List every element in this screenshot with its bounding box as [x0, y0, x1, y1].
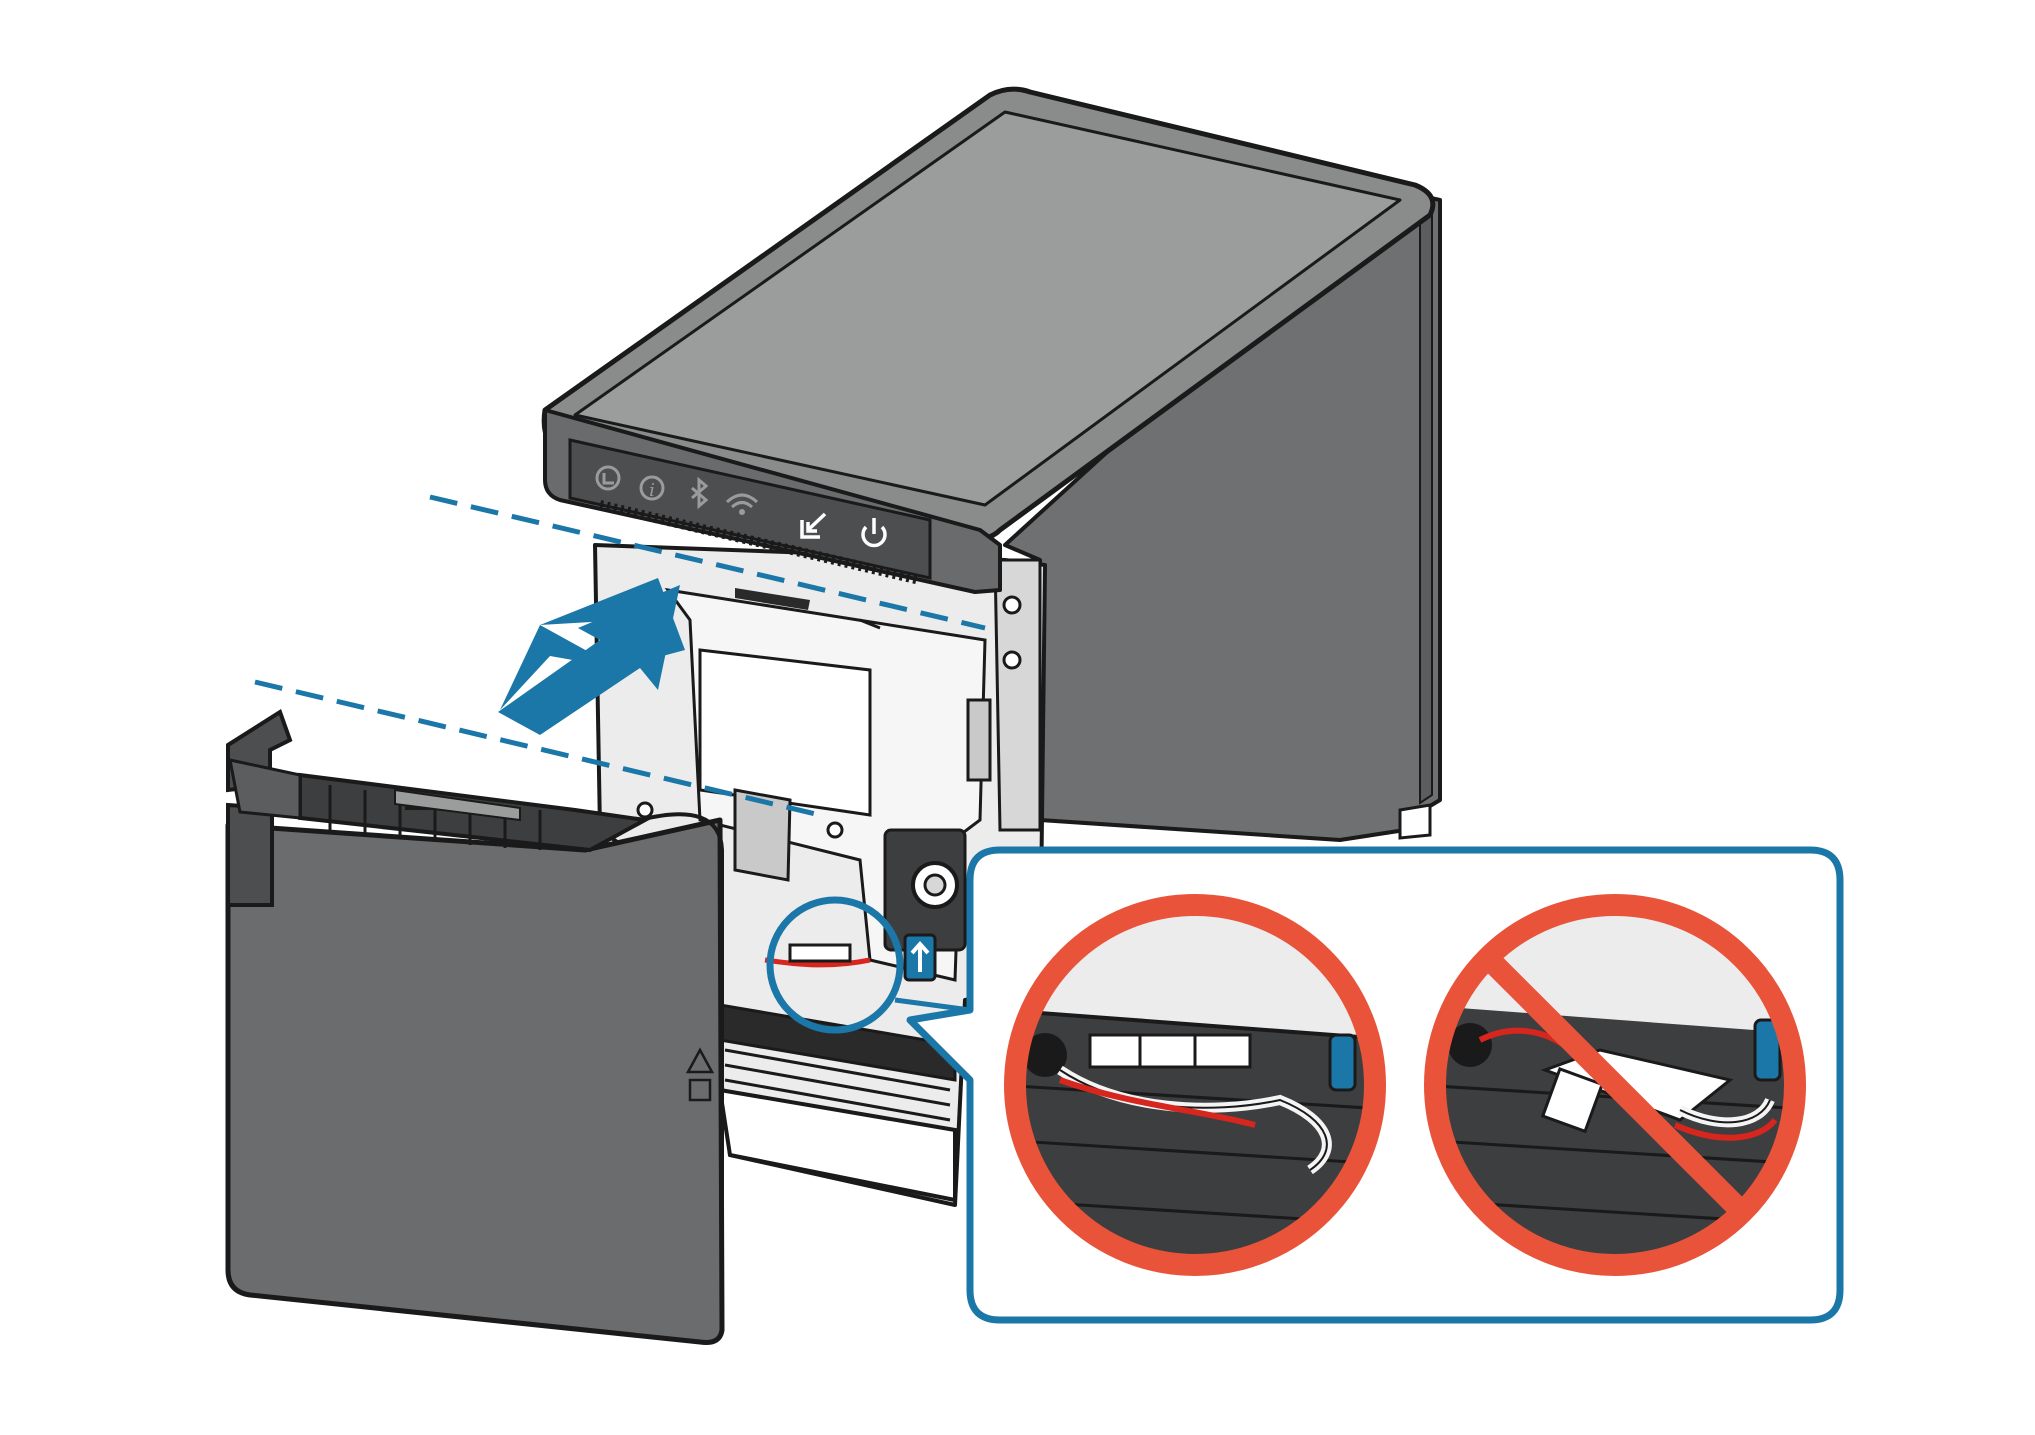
allowed-ring — [1004, 894, 1386, 1276]
power-indicator-icon — [595, 465, 621, 491]
control-panel-icons: i — [595, 465, 887, 548]
prohibited-ring — [1424, 894, 1806, 1276]
wifi-icon — [725, 493, 759, 515]
feed-icon — [800, 512, 827, 539]
info-icon: i — [639, 475, 665, 501]
incorrect-cable-routing — [1424, 894, 1806, 1276]
front-cover — [225, 708, 725, 1345]
bluetooth-icon — [691, 476, 709, 510]
power-button-icon — [861, 518, 887, 548]
prohibited-slash — [1482, 952, 1748, 1218]
alignment-guide-lines — [254, 494, 986, 818]
cable-area-highlight-circle — [766, 896, 904, 1034]
lower-guide-line — [254, 679, 821, 818]
upper-guide-line — [429, 494, 986, 631]
correct-cable-routing — [1004, 894, 1386, 1276]
detail-callout — [894, 846, 1844, 1324]
printer-body — [541, 86, 1442, 1207]
svg-text:i: i — [649, 480, 655, 501]
